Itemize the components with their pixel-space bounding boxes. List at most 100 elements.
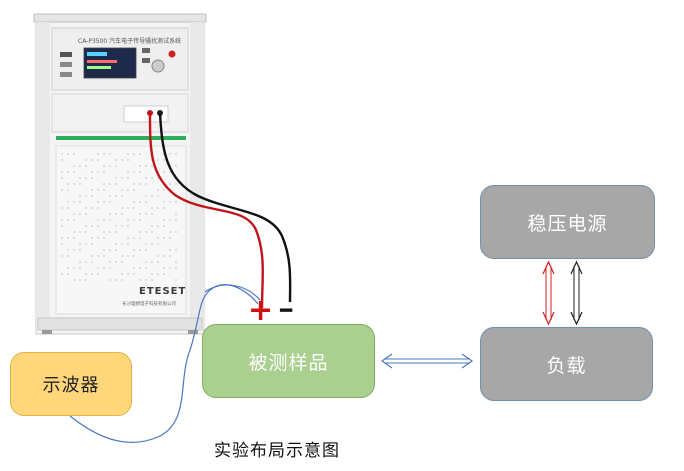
perforation-dot: [115, 159, 117, 161]
negative-terminal-sign: ━: [280, 298, 293, 322]
perforation-dot: [67, 189, 69, 191]
perforation-dot: [115, 225, 117, 227]
perforation-dot: [91, 171, 93, 173]
perforation-dot: [61, 237, 63, 239]
perforation-dot: [169, 231, 171, 233]
perforation-dot: [73, 171, 75, 173]
perforation-dot: [97, 273, 99, 275]
perforation-dot: [79, 261, 81, 263]
perforation-dot: [79, 195, 81, 197]
oscilloscope-box: 示波器: [10, 352, 132, 416]
perforation-dot: [133, 201, 135, 203]
perforation-dot: [61, 153, 63, 155]
perforation-dot: [145, 165, 147, 167]
perforation-dot: [91, 207, 93, 209]
perforation-dot: [91, 255, 93, 257]
power-load-arrow-red: [542, 260, 555, 326]
perforation-dot: [133, 189, 135, 191]
perforation-dot: [103, 201, 105, 203]
perforation-dot: [169, 183, 171, 185]
perforation-dot: [133, 237, 135, 239]
perforation-dot: [151, 225, 153, 227]
perforation-dot: [103, 255, 105, 257]
perforation-dot: [79, 279, 81, 281]
power-supply-box: 稳压电源: [480, 185, 655, 259]
perforation-dot: [73, 237, 75, 239]
perforation-dot: [61, 255, 63, 257]
perforation-dot: [115, 195, 117, 197]
perforation-dot: [139, 153, 141, 155]
perforation-dot: [67, 237, 69, 239]
perforation-dot: [115, 177, 117, 179]
dut-box: 被测样品: [202, 324, 375, 398]
perforation-dot: [115, 243, 117, 245]
perforation-dot: [73, 183, 75, 185]
perforation-dot: [103, 153, 105, 155]
perforation-dot: [91, 159, 93, 161]
perforation-dot: [73, 279, 75, 281]
perforation-dot: [127, 255, 129, 257]
perforation-dot: [73, 165, 75, 167]
perforation-dot: [175, 261, 177, 263]
perforation-dot: [145, 183, 147, 185]
perforation-dot: [163, 159, 165, 161]
perforation-dot: [163, 225, 165, 227]
perforation-dot: [133, 183, 135, 185]
perforation-dot: [175, 249, 177, 251]
perforation-dot: [73, 153, 75, 155]
perforation-dot: [97, 201, 99, 203]
perforation-dot: [163, 255, 165, 257]
cabinet-company: 长沙理想电子科技有限公司: [122, 302, 176, 307]
perforation-dot: [103, 165, 105, 167]
perforation-dot: [175, 183, 177, 185]
perforation-dot: [79, 165, 81, 167]
perforation-dot: [109, 165, 111, 167]
positive-lead-wire: [148, 112, 264, 309]
negative-lead-wire: [158, 112, 292, 303]
perforation-dot: [97, 267, 99, 269]
perforation-dot: [85, 165, 87, 167]
perforation-dot: [73, 231, 75, 233]
perforation-dot: [139, 237, 141, 239]
perforation-dot: [79, 177, 81, 179]
perforation-dot: [175, 231, 177, 233]
perforation-dot: [103, 231, 105, 233]
perforation-dot: [67, 183, 69, 185]
perforation-dot: [85, 159, 87, 161]
perforation-dot: [127, 177, 129, 179]
perforation-dot: [151, 243, 153, 245]
perforation-dot: [151, 261, 153, 263]
load-box: 负载: [480, 327, 653, 401]
perforation-dot: [115, 183, 117, 185]
perforation-dot: [73, 249, 75, 251]
dut-label: 被测样品: [248, 351, 329, 374]
perforation-dot: [133, 207, 135, 209]
perforation-dot: [157, 207, 159, 209]
perforation-dot: [79, 213, 81, 215]
perforation-dot: [61, 207, 63, 209]
perforation-dot: [157, 255, 159, 257]
perforation-dot: [67, 207, 69, 209]
perforation-dot: [103, 183, 105, 185]
perforation-dot: [61, 177, 63, 179]
load-label: 负载: [546, 354, 587, 377]
perforation-dot: [151, 273, 153, 275]
perforation-dot: [145, 201, 147, 203]
perforation-dot: [151, 279, 153, 281]
perforation-dot: [67, 171, 69, 173]
perforation-dot: [163, 207, 165, 209]
perforation-dot: [133, 267, 135, 269]
perforation-dot: [115, 213, 117, 215]
perforation-dot: [103, 237, 105, 239]
perforation-dot: [97, 237, 99, 239]
perforation-dot: [91, 195, 93, 197]
perforation-dot: [97, 225, 99, 227]
perforation-dot: [109, 267, 111, 269]
power-supply-label: 稳压电源: [527, 212, 608, 235]
perforation-dot: [109, 219, 111, 221]
perforation-dot: [67, 153, 69, 155]
perforation-dot: [103, 171, 105, 173]
perforation-dot: [67, 249, 69, 251]
perforation-dot: [145, 261, 147, 263]
